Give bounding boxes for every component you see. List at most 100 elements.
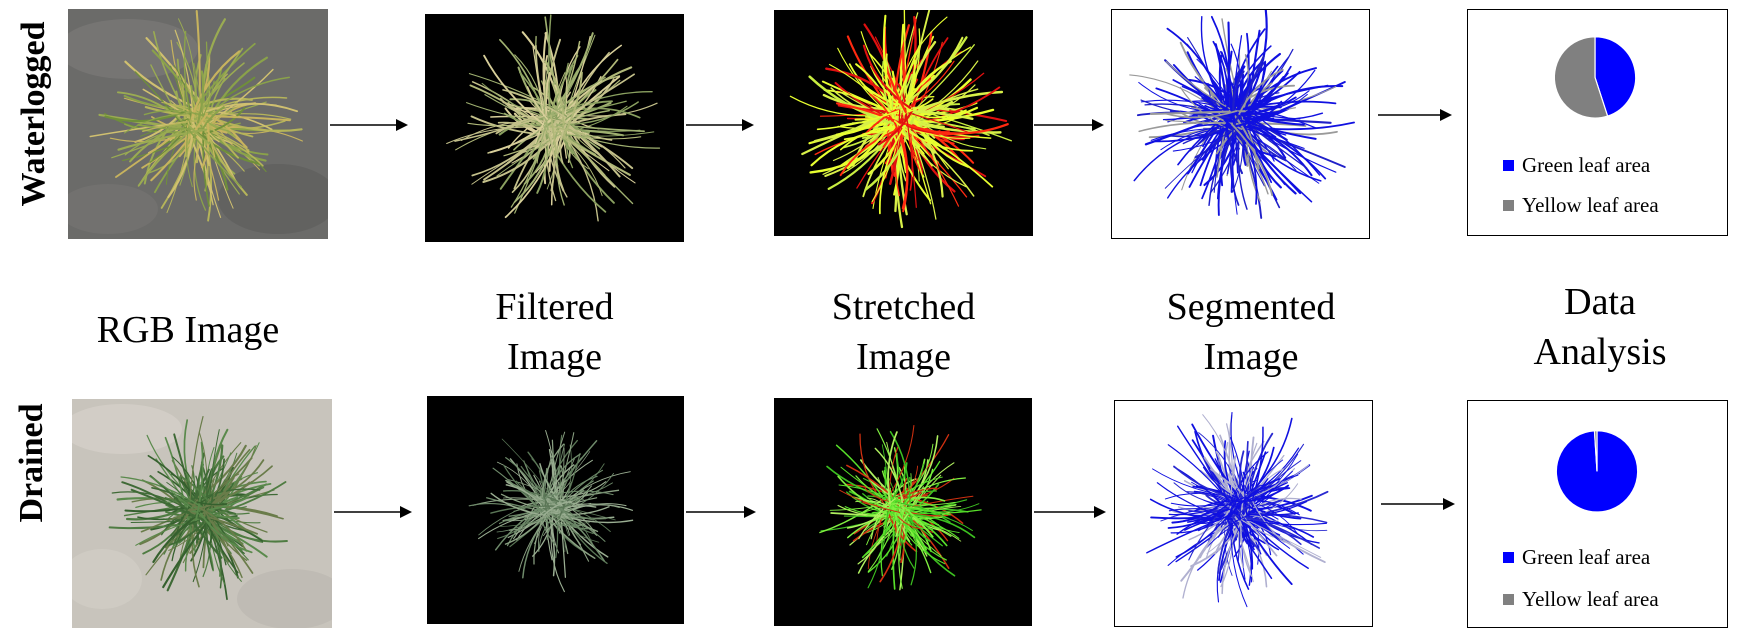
plant-leaf-strand bbox=[208, 429, 220, 507]
plant-leaf-strand bbox=[1229, 495, 1249, 537]
plant-leaf-strand bbox=[502, 489, 560, 503]
stage-label-rgb: RGB Image bbox=[58, 305, 318, 355]
plant-leaf-strand bbox=[117, 128, 208, 151]
plant-leaf-strand bbox=[186, 50, 241, 128]
stage-stretched-line1: Stretched bbox=[831, 286, 976, 328]
plant-leaf-strand bbox=[544, 71, 551, 115]
plant-leaf-strand bbox=[546, 490, 614, 497]
filtered-image-waterlogged bbox=[425, 14, 684, 242]
arrow-top-2 bbox=[686, 118, 754, 132]
plant-leaf-strand bbox=[180, 73, 199, 118]
plant-leaf-strand bbox=[186, 113, 193, 188]
plant-leaf-strand bbox=[492, 467, 547, 518]
plant-leaf-strand bbox=[879, 124, 906, 215]
arrow-top-1 bbox=[330, 118, 408, 132]
plant-leaf-strand bbox=[1232, 70, 1245, 112]
plant-leaf-strand bbox=[1225, 423, 1233, 500]
plant-leaf-strand bbox=[1199, 122, 1227, 187]
plant-leaf-strand bbox=[542, 499, 580, 510]
plant-leaf-strand bbox=[188, 125, 211, 145]
plant-leaf-strand bbox=[909, 512, 917, 586]
plant-leaf-strand bbox=[1242, 128, 1249, 166]
plant-leaf-strand bbox=[199, 512, 253, 554]
plant-leaf-strand bbox=[889, 430, 911, 501]
plant-leaf-strand bbox=[1182, 518, 1233, 599]
plant-leaf-strand bbox=[829, 502, 898, 511]
stage-label-stretched: Stretched Image bbox=[774, 282, 1033, 382]
stage-analysis-line1: Data bbox=[1564, 281, 1636, 323]
arrow-head bbox=[744, 506, 756, 518]
plant-leaf-strand bbox=[144, 106, 203, 119]
plant-leaf-strand bbox=[852, 518, 893, 542]
plant-leaf-strand bbox=[1246, 483, 1299, 520]
stage-label-analysis: Data Analysis bbox=[1485, 277, 1715, 377]
plant-leaf-strand bbox=[548, 131, 555, 192]
plant-leaf-strand bbox=[555, 123, 601, 150]
plant-leaf-strand bbox=[1212, 40, 1229, 118]
plant-leaf-strand bbox=[532, 46, 545, 117]
legend-swatch-yellow bbox=[1503, 200, 1514, 211]
stage-segmented-line2: Image bbox=[1203, 336, 1299, 378]
plant-leaf-strand bbox=[1243, 517, 1322, 558]
plant-leaf-strand bbox=[904, 98, 934, 114]
plant-leaf-strand bbox=[903, 10, 908, 108]
plant-leaf-strand bbox=[1240, 496, 1253, 577]
plant-leaf-strand bbox=[558, 452, 581, 519]
plant-leaf-strand bbox=[864, 106, 901, 135]
plant-leaf-strand bbox=[526, 86, 549, 120]
plant-leaf-strand bbox=[892, 44, 921, 113]
plant-leaf-strand bbox=[198, 102, 299, 115]
row-label-drained: Drained bbox=[13, 403, 50, 523]
plant-leaf-strand bbox=[895, 513, 909, 537]
plant-leaf-strand bbox=[206, 107, 246, 134]
plant-leaf-strand bbox=[867, 519, 896, 573]
plant-leaf-strand bbox=[544, 513, 596, 560]
segmented-image-drained bbox=[1114, 400, 1373, 627]
plant-leaf-strand bbox=[538, 517, 543, 550]
plant-leaf-strand bbox=[908, 517, 931, 542]
plant-leaf-strand bbox=[183, 419, 198, 507]
plant-leaf-strand bbox=[824, 126, 905, 177]
plant-leaf-strand bbox=[203, 466, 216, 507]
plant-leaf-strand bbox=[1245, 501, 1308, 518]
row-label-waterlogged: Waterlogged bbox=[15, 21, 52, 207]
plant-leaf-strand bbox=[1165, 60, 1232, 110]
plant-leaf-strand bbox=[1217, 512, 1237, 575]
plant-leaf-strand bbox=[877, 108, 914, 146]
rgb-image-drained bbox=[72, 399, 332, 628]
plant-leaf-strand bbox=[541, 443, 565, 498]
plant-leaf-strand bbox=[835, 109, 892, 136]
plant-leaf-strand bbox=[550, 114, 558, 155]
plant-leaf-strand bbox=[900, 106, 979, 125]
plant-leaf-strand bbox=[499, 97, 546, 123]
plant-leaf-strand bbox=[911, 109, 967, 119]
plant-leaf-strand bbox=[206, 481, 287, 518]
plant-leaf-strand bbox=[896, 476, 943, 499]
plant-leaf-strand bbox=[201, 122, 210, 169]
plant-leaf-strand bbox=[534, 517, 546, 545]
plant-leaf-strand bbox=[901, 123, 975, 197]
plant-leaf-strand bbox=[839, 489, 901, 513]
plant-leaf-strand bbox=[1237, 125, 1248, 210]
plant-leaf-strand bbox=[819, 495, 888, 534]
plant-leaf-strand bbox=[912, 110, 974, 120]
plant-leaf-strand bbox=[1212, 493, 1237, 513]
plant-leaf-strand bbox=[1215, 497, 1245, 515]
data-analysis-panel-waterlogged bbox=[1467, 9, 1728, 236]
plant-leaf-strand bbox=[1239, 119, 1317, 140]
arrow-head bbox=[396, 119, 408, 131]
plant-leaf-strand bbox=[150, 112, 209, 182]
plant-leaf-strand bbox=[1224, 513, 1252, 529]
legend-yellow-waterlogged: Yellow leaf area bbox=[1503, 195, 1659, 216]
plant-leaf-strand bbox=[909, 31, 933, 116]
plant-leaf-strand bbox=[495, 114, 547, 135]
rgb-image-waterlogged bbox=[68, 9, 328, 239]
plant-leaf-strand bbox=[152, 505, 211, 563]
plant-leaf-strand bbox=[552, 501, 590, 562]
pie-chart-waterlogged bbox=[1553, 36, 1637, 119]
plant-leaf-strand bbox=[543, 61, 549, 115]
plant-leaf-strand bbox=[109, 130, 201, 143]
plant-leaf-strand bbox=[545, 62, 569, 120]
legend-label-green: Green leaf area bbox=[1522, 545, 1651, 569]
plant-leaf-strand bbox=[897, 516, 921, 530]
